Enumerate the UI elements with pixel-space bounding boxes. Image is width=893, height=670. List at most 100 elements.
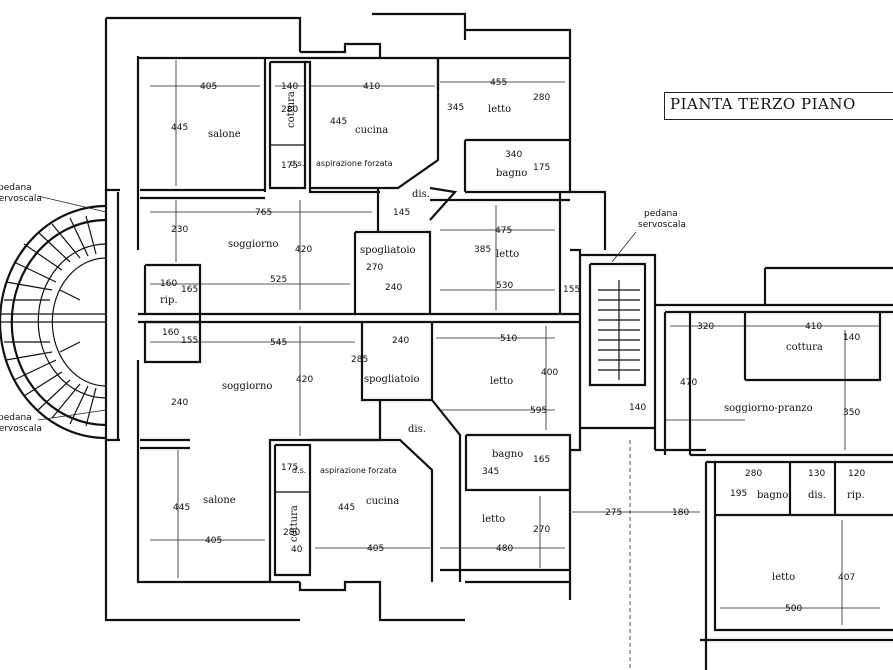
room-cucina-bottom: cucina: [366, 496, 399, 507]
room-letto-mid-top: letto: [496, 249, 519, 260]
room-letto-bottom: letto: [482, 514, 505, 525]
main-walls: [104, 12, 657, 622]
dim-350: 350: [843, 408, 860, 418]
dim-270a: 270: [366, 263, 383, 273]
dim-445-cucina: 445: [330, 117, 347, 127]
dim-420a: 420: [295, 245, 312, 255]
pedana-left-bottom-line1: pedana: [0, 413, 32, 423]
room-aspirazione-top: aspirazione forzata: [316, 159, 393, 168]
dim-480: 480: [496, 544, 513, 554]
spiral-stair: [0, 204, 107, 440]
dim-140a: 140: [281, 82, 298, 92]
dim-140c: 140: [843, 333, 860, 343]
bottom-interior-walls: [140, 320, 572, 582]
pedana-label-left-top: pedana servoscala: [0, 183, 42, 204]
top-interior-walls: [140, 58, 570, 314]
dim-530: 530: [496, 281, 513, 291]
dim-545: 545: [270, 338, 287, 348]
pedana-label-left-bottom: pedana servoscala: [0, 413, 42, 434]
dim-470: 470: [680, 378, 697, 388]
room-rip-top: rip.: [160, 295, 178, 306]
dim-160b: 160: [162, 328, 179, 338]
dim-400: 400: [541, 368, 558, 378]
room-dis-top: dis.: [412, 189, 430, 200]
room-cottura-right: cottura: [786, 342, 823, 353]
room-dis-right: dis.: [808, 490, 826, 501]
room-salone-bottom: salone: [203, 495, 236, 506]
dim-595: 595: [530, 406, 547, 416]
dim-475: 475: [495, 226, 512, 236]
pedana-labels: pedana servoscala pedana servoscala peda…: [0, 183, 686, 434]
dim-407: 407: [838, 573, 855, 583]
dim-525: 525: [270, 275, 287, 285]
dim-445a: 445: [171, 123, 188, 133]
dim-405b: 405: [205, 536, 222, 546]
dim-175a: 175: [281, 161, 298, 171]
dim-445c: 445: [338, 503, 355, 513]
dim-165: 165: [181, 285, 198, 295]
dim-40: 40: [291, 545, 303, 555]
dim-155b: 155: [181, 336, 198, 346]
dim-385: 385: [474, 245, 491, 255]
room-ds-bottom: d.s.: [292, 466, 306, 475]
room-letto-mid-bottom: letto: [490, 376, 513, 387]
dim-320: 320: [697, 322, 714, 332]
dim-420b: 420: [296, 375, 313, 385]
pedana-right-line1: pedana: [644, 209, 678, 219]
dim-445b: 445: [173, 503, 190, 513]
dim-405c: 405: [367, 544, 384, 554]
dim-455: 455: [490, 78, 507, 88]
room-soggiorno-top: soggiorno: [228, 239, 278, 250]
room-ds-top: d.s.: [290, 159, 304, 168]
dim-510: 510: [500, 334, 517, 344]
dim-280c: 280: [283, 528, 300, 538]
room-letto-right: letto: [772, 572, 795, 583]
dim-410b: 410: [805, 322, 822, 332]
dim-240b: 240: [392, 336, 409, 346]
room-cottura-top: cottura: [286, 91, 297, 128]
dim-120: 120: [848, 469, 865, 479]
dim-145: 145: [393, 208, 410, 218]
room-labels: salone cottura cucina letto d.s. aspiraz…: [160, 91, 865, 583]
dimension-text: 405 140 410 455 280 445 445 345 280 340 …: [160, 78, 865, 614]
dim-165b: 165: [533, 455, 550, 465]
dim-155a: 155: [563, 285, 580, 295]
dim-130: 130: [808, 469, 825, 479]
pedana-label-right: pedana servoscala: [638, 209, 686, 230]
dim-270b: 270: [533, 525, 550, 535]
dimension-lines: [150, 60, 880, 670]
room-bagno-right: bagno: [757, 490, 788, 501]
room-rip-right: rip.: [847, 490, 865, 501]
room-dis-bottom: dis.: [408, 424, 426, 435]
right-wing-walls: [655, 266, 893, 670]
dim-340: 340: [505, 150, 522, 160]
dim-230: 230: [171, 225, 188, 235]
room-cottura-bottom: cottura: [289, 505, 300, 542]
dim-345b: 345: [482, 467, 499, 477]
pedana-right-line2: servoscala: [638, 220, 686, 230]
dim-405a: 405: [200, 82, 217, 92]
plan-title: PIANTA TERZO PIANO: [670, 95, 856, 113]
dim-140b: 140: [629, 403, 646, 413]
room-soggiorno-bottom: soggiorno: [222, 381, 272, 392]
dim-280b: 280: [533, 93, 550, 103]
dim-175b: 175: [533, 163, 550, 173]
room-cucina-top: cucina: [355, 125, 388, 136]
dim-410a: 410: [363, 82, 380, 92]
dim-275: 275: [605, 508, 622, 518]
room-soggiorno-pranzo: soggiorno-pranzo: [724, 403, 813, 414]
dim-500: 500: [785, 604, 802, 614]
dim-765: 765: [255, 208, 272, 218]
dim-285: 285: [351, 355, 368, 365]
dim-280a: 280: [281, 105, 298, 115]
dim-180: 180: [672, 508, 689, 518]
dim-175c: 175: [281, 463, 298, 473]
room-bagno-bottom: bagno: [492, 449, 523, 460]
dim-345a: 345: [447, 103, 464, 113]
dim-240a: 240: [385, 283, 402, 293]
pedana-left-top-line1: pedana: [0, 183, 32, 193]
room-spogliatoio-bottom: spogliatoio: [364, 374, 420, 385]
room-bagno-top: bagno: [496, 168, 527, 179]
dim-195: 195: [730, 489, 747, 499]
